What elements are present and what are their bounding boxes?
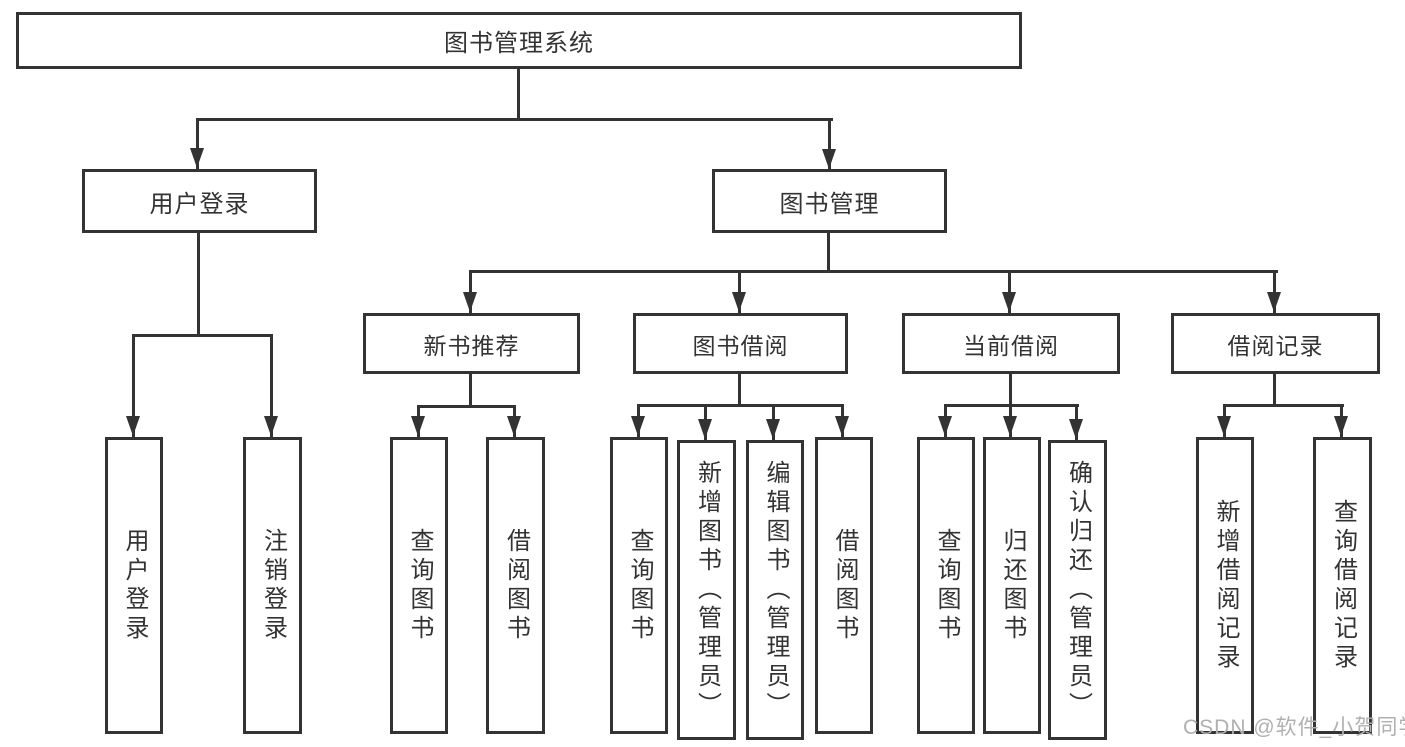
leaf-query-books-3-label: 查询图书 [933,527,960,644]
node-new-book-recommend-label: 新书推荐 [423,332,520,359]
leaf-query-books-2: 查询图书 [610,437,668,734]
node-user-login-label: 用户登录 [149,190,250,218]
connector-borrowrecords-horizontal [1223,404,1344,407]
connector-borrowrecords-drop [1273,270,1276,313]
node-borrow-records-label: 借阅记录 [1227,332,1324,359]
connector-currentborrow-drop [1008,270,1011,313]
leaf-confirm-return-admin-label: 确认归还（管理员） [1064,459,1092,721]
arrow-down-icon [463,292,477,312]
connector-userlogin-horizontal [132,334,273,337]
connector-bookborrow-horizontal [637,404,844,407]
leaf-add-books-admin: 新增图书（管理员） [677,440,736,740]
arrow-down-icon [507,416,521,436]
leaf-borrow-books-1-label: 借阅图书 [502,527,530,644]
leaf-user-login-label: 用户登录 [121,527,148,644]
node-book-management-label: 图书管理 [779,190,880,218]
leaf-logout-label: 注销登录 [259,527,287,644]
node-root: 图书管理系统 [16,12,1022,69]
node-user-login: 用户登录 [82,169,317,233]
arrow-down-icon [1002,292,1016,312]
connector-level2-horizontal [196,118,833,121]
arrow-down-icon [1334,416,1348,436]
node-book-borrowing: 图书借阅 [633,313,848,374]
connector-bookmgmt-drop [828,118,831,170]
connector-currentborrow-stub [1009,373,1012,406]
leaf-query-borrow-record-label: 查询借阅记录 [1329,498,1357,673]
leaf-logout: 注销登录 [243,437,302,734]
leaf-return-books: 归还图书 [983,437,1041,734]
arrow-down-icon [938,416,952,436]
connector-bookborrow-stub [738,373,741,406]
leaf-edit-books-admin: 编辑图书（管理员） [746,440,804,740]
node-book-management: 图书管理 [712,169,947,233]
node-current-borrowing: 当前借阅 [902,313,1120,374]
leaf-add-borrow-record-label: 新增借阅记录 [1212,498,1239,673]
node-book-borrowing-label: 图书借阅 [692,332,789,359]
leaf-query-books-2-label: 查询图书 [626,527,653,644]
arrow-down-icon [264,416,278,436]
node-borrow-records: 借阅记录 [1171,313,1380,374]
leaf-borrow-books-1: 借阅图书 [486,437,545,734]
node-root-label: 图书管理系统 [444,30,594,57]
leaf-borrow-books-2-label: 借阅图书 [831,527,858,644]
node-new-book-recommend: 新书推荐 [363,313,580,374]
leaf-add-borrow-record: 新增借阅记录 [1196,437,1254,734]
connector-userlogin-drop [196,118,199,169]
arrow-down-icon [126,416,140,436]
csdn-watermark: CSDN @软件_小贺同学 [1183,716,1405,739]
connector-userlogin-stub [197,232,200,336]
arrow-down-icon [698,419,712,439]
arrow-down-icon [766,419,780,439]
arrow-down-icon [411,416,425,436]
arrow-down-icon [1267,292,1281,312]
leaf-return-books-label: 归还图书 [999,527,1026,644]
arrow-down-icon [1217,416,1231,436]
connector-leaf-userlogin-drop [132,334,135,437]
connector-leaf-logout-drop [270,334,273,437]
arrow-down-icon [1069,419,1083,439]
connector-level3-horizontal [469,270,1278,273]
connector-root-stub [517,69,520,120]
leaf-edit-books-admin-label: 编辑图书（管理员） [762,459,789,721]
connector-bookborrow-drop [738,270,741,313]
leaf-query-books-1: 查询图书 [390,437,448,734]
leaf-query-books-1-label: 查询图书 [406,527,433,644]
leaf-add-books-admin-label: 新增图书（管理员） [693,459,721,721]
connector-newbook-stub [469,373,472,407]
node-current-borrowing-label: 当前借阅 [963,332,1059,359]
leaf-query-books-3: 查询图书 [917,437,975,734]
connector-borrowrecords-stub [1273,373,1276,406]
connector-bookmgmt-stub [827,232,830,272]
connector-newbook-horizontal [417,405,516,408]
arrow-down-icon [631,416,645,436]
leaf-user-login: 用户登录 [105,437,163,734]
connector-newbook-drop [469,270,472,313]
arrow-down-icon [822,149,836,169]
arrow-down-icon [1003,416,1017,436]
leaf-confirm-return-admin: 确认归还（管理员） [1048,440,1107,740]
arrow-down-icon [190,148,204,168]
leaf-query-borrow-record: 查询借阅记录 [1313,437,1372,734]
arrow-down-icon [835,416,849,436]
arrow-down-icon [732,292,746,312]
leaf-borrow-books-2: 借阅图书 [815,437,873,734]
